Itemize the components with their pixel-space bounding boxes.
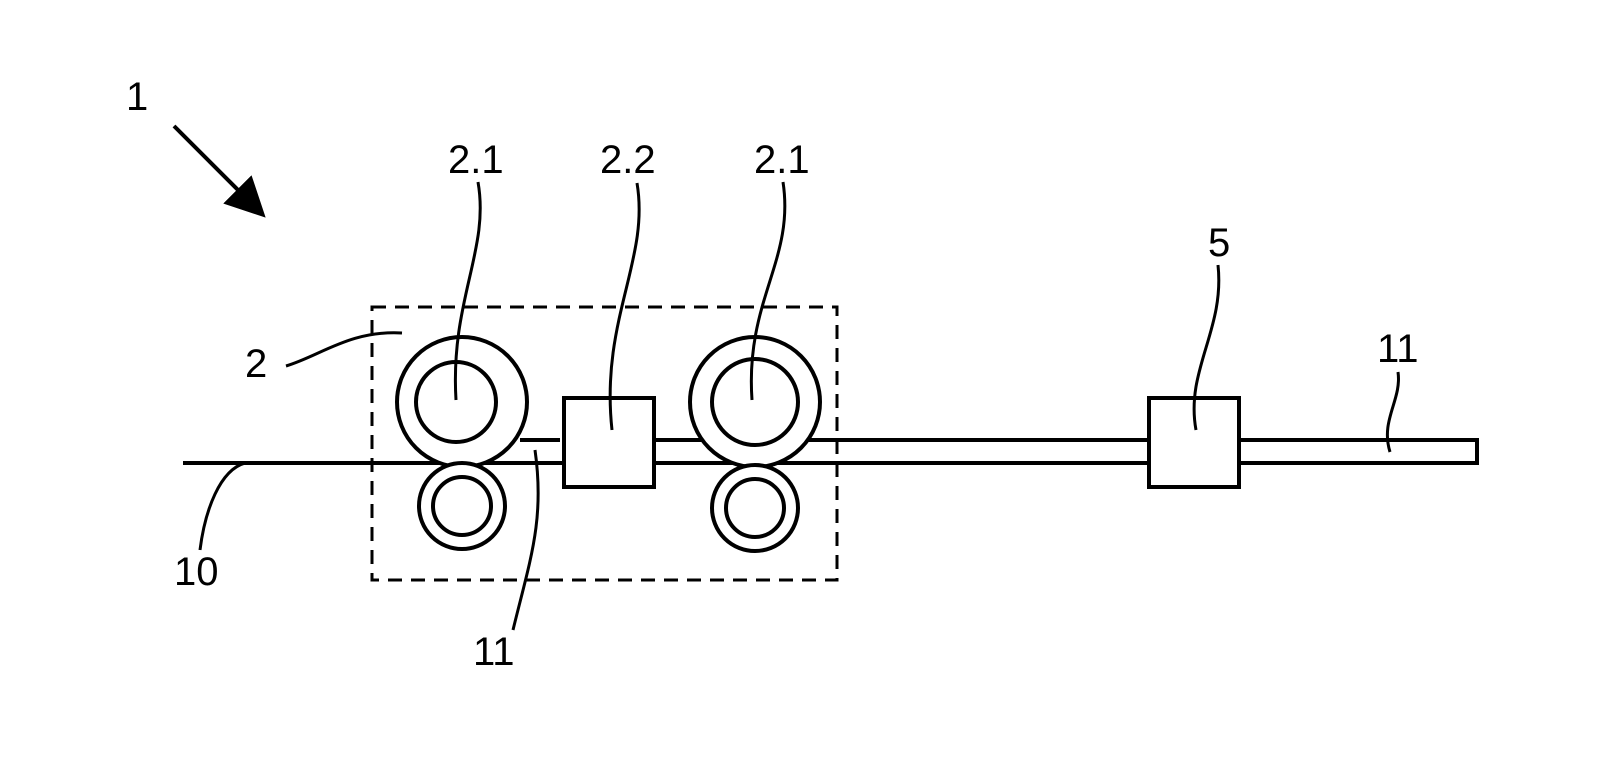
label-roller-left: 2.1	[448, 138, 504, 182]
label-device-middle: 2.2	[600, 138, 656, 182]
label-roller-right: 2.1	[754, 138, 810, 182]
roller-upper-right-inner	[712, 359, 798, 445]
leader-strip-lower	[513, 450, 538, 630]
label-strip-right: 11	[1377, 327, 1419, 371]
roller-lower-left-inner	[433, 477, 491, 535]
system-arrow	[174, 126, 260, 212]
label-input-strip: 10	[174, 550, 219, 594]
roller-lower-right-inner	[726, 479, 784, 537]
label-device-right: 5	[1208, 221, 1230, 265]
leader-unit	[286, 333, 402, 366]
label-system: 1	[126, 75, 148, 119]
label-unit: 2	[245, 342, 267, 386]
device-middle	[564, 398, 654, 487]
label-strip-lower: 11	[473, 630, 515, 674]
leader-input-strip	[200, 463, 245, 550]
